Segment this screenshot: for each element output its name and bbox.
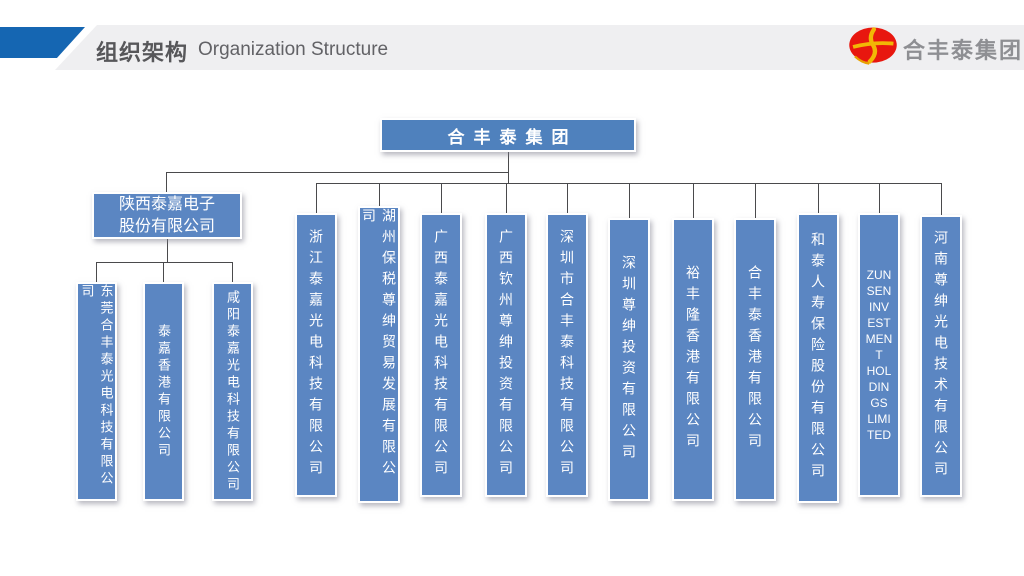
connector-drop: [628, 183, 630, 218]
connector-drop: [817, 183, 819, 213]
org-node-guangxi-qinzhou-zunshen: 广西钦州尊绅投资有限公司: [485, 213, 527, 497]
org-node-shaanxi-taijia: 陕西泰嘉电子 股份有限公司: [92, 192, 242, 239]
org-node-guangxi-taijia: 广西泰嘉光电科技有限公司: [420, 213, 462, 497]
connector-shaanxi-drop: [165, 172, 167, 192]
org-node-zunsen-investment-holdings: ZUN SEN INV EST MEN T HOL DIN GS LIMI TE…: [858, 213, 900, 497]
connector-drop: [440, 183, 442, 213]
connector-drop: [505, 183, 507, 213]
connector-drop: [692, 183, 694, 218]
org-node-hefengtai-hongkong: 合丰泰香港有限公司: [734, 218, 776, 501]
connector-shaanxi-child-drop: [166, 239, 168, 262]
connector-drop: [96, 262, 98, 282]
org-node-dongguan-hefengtai: 东莞合丰泰光电科技有限公司: [76, 282, 117, 501]
org-node-zhejiang-taijia: 浙江泰嘉光电科技有限公司: [295, 213, 337, 497]
org-node-hetai-life-insurance: 和泰人寿保险股份有限公司: [797, 213, 839, 503]
connector-drop: [754, 183, 756, 218]
connector-drop: [878, 183, 880, 213]
org-node-taijia-hongkong: 泰嘉香港有限公司: [143, 282, 184, 501]
org-node-root-hefengtai-group: 合丰泰集团: [380, 118, 636, 152]
org-node-yufenglong-hongkong: 裕丰隆香港有限公司: [672, 218, 714, 501]
connector-children-rail: [96, 261, 233, 263]
page-title-chinese: 组织架构: [96, 40, 189, 65]
connector-drop: [162, 262, 164, 282]
connector-drop: [940, 183, 942, 215]
connector-drop: [315, 183, 317, 213]
connector-drop: [378, 183, 380, 206]
org-node-shenzhen-hefengtai: 深圳市合丰泰科技有限公司: [546, 213, 588, 497]
connector-drop: [231, 262, 233, 282]
connector-root-drop: [507, 152, 509, 183]
org-node-henan-zunshen: 河南尊绅光电技术有限公司: [920, 215, 962, 497]
page-title-english: Organization Structure: [198, 39, 389, 60]
connector-upper-rail: [165, 171, 509, 173]
company-logo-icon: [849, 27, 897, 65]
org-node-huzhou-baoshui-zunshen: 湖州保税尊绅贸易发展有限公司: [358, 206, 400, 503]
connector-drop: [566, 183, 568, 213]
company-logo-text: 合丰泰集团: [903, 38, 1024, 63]
org-node-shenzhen-zunshen: 深圳尊绅投资有限公司: [608, 218, 650, 501]
org-node-xianyang-taijia: 咸阳泰嘉光电科技有限公司: [212, 282, 253, 501]
